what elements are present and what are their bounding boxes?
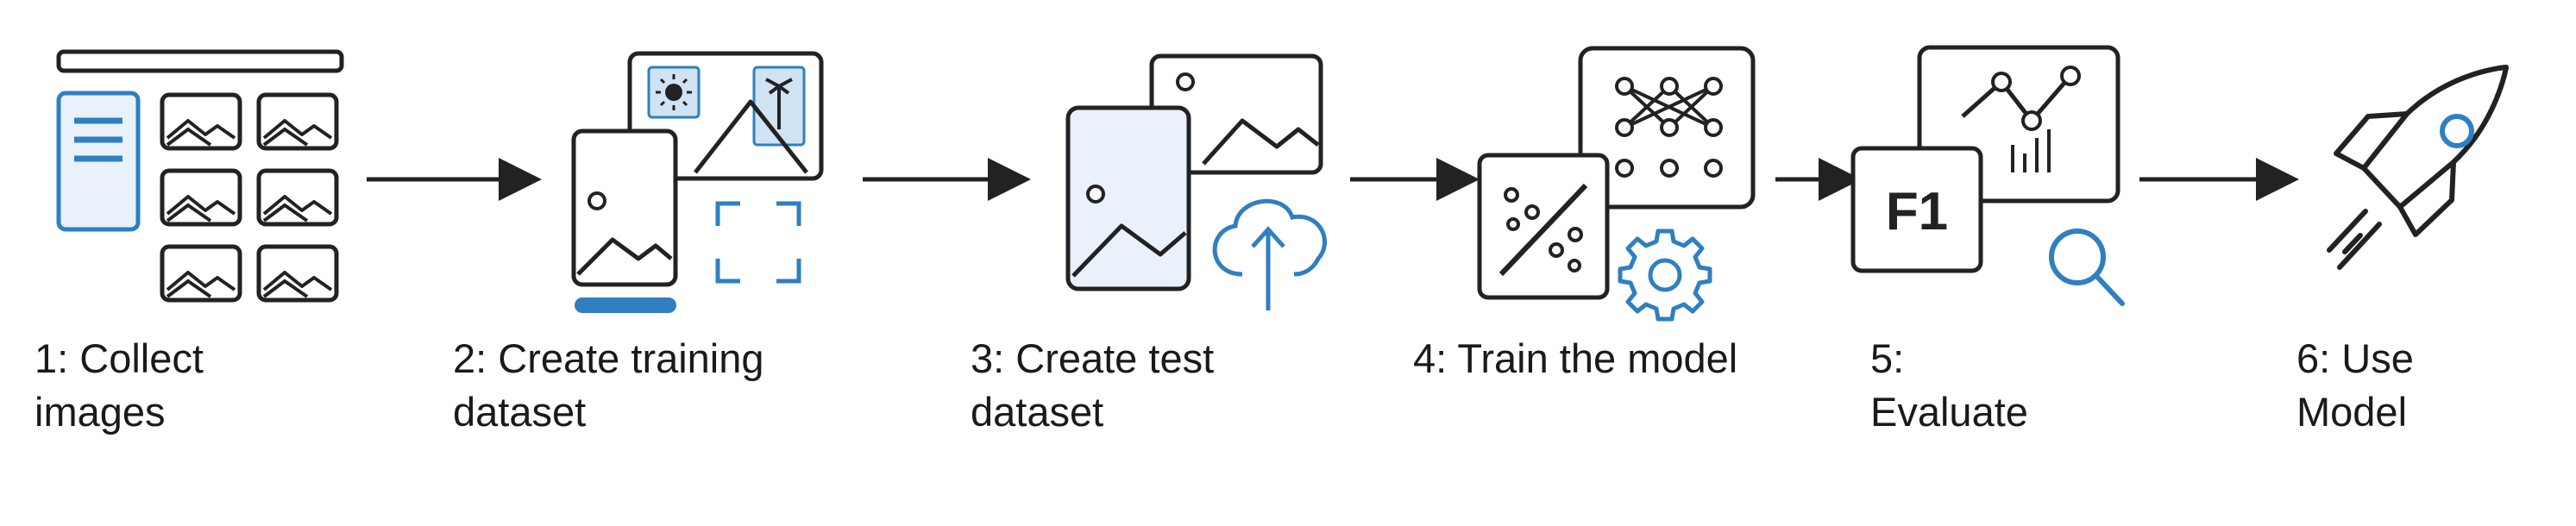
step-label-collect-images: 1: Collect images [35, 332, 204, 439]
step-label-evaluate: 5: Evaluate [1870, 332, 2028, 439]
step-label-line: 3: Create test [971, 335, 1215, 381]
step-label-line: 1: Collect [35, 335, 204, 381]
step-label-train-the-model: 4: Train the model [1413, 332, 1737, 385]
rocket-icon [2327, 65, 2509, 270]
f1-card [1850, 146, 1983, 273]
header-bar [56, 49, 344, 73]
step-label-line: 6: Use [2296, 335, 2414, 381]
thumbnail [259, 247, 336, 300]
step-label-line: 5: [1870, 335, 1905, 381]
network-graph [1615, 77, 1723, 178]
step-label-line: dataset [971, 389, 1104, 435]
image-collection-icon [56, 49, 344, 300]
gear-icon [1618, 229, 1712, 322]
neural-network-training-icon [1477, 46, 1756, 322]
evaluate-f1-chart-icon: F1 [1850, 45, 2125, 306]
step-label-create-training-dataset: 2: Create training dataset [453, 332, 764, 439]
rocket-window [2440, 114, 2474, 148]
cloud-upload-icon [1212, 198, 1327, 310]
step-label-use-model: 6: Use Model [2296, 332, 2414, 439]
thumbnail [259, 171, 336, 224]
thumbnail [162, 95, 240, 148]
training-dataset-icon [571, 51, 824, 313]
step-label-line: Evaluate [1870, 389, 2028, 435]
test-dataset-upload-icon [1065, 53, 1327, 310]
focus-frame-icon [715, 201, 801, 284]
f1-text: F1 [1886, 182, 1948, 241]
step-label-line: dataset [453, 389, 587, 435]
step-label-create-test-dataset: 3: Create test dataset [971, 332, 1214, 439]
step-label-line: 2: Create training [453, 335, 764, 381]
thumbnail [162, 247, 240, 300]
step-label-line: Model [2296, 389, 2408, 435]
magnifier-icon [2049, 229, 2125, 306]
thumbnail [162, 171, 240, 224]
thumbnail [259, 95, 336, 148]
selection-bar [575, 297, 676, 313]
step-label-line: images [35, 389, 166, 435]
step-label-line: 4: Train the model [1413, 335, 1738, 381]
